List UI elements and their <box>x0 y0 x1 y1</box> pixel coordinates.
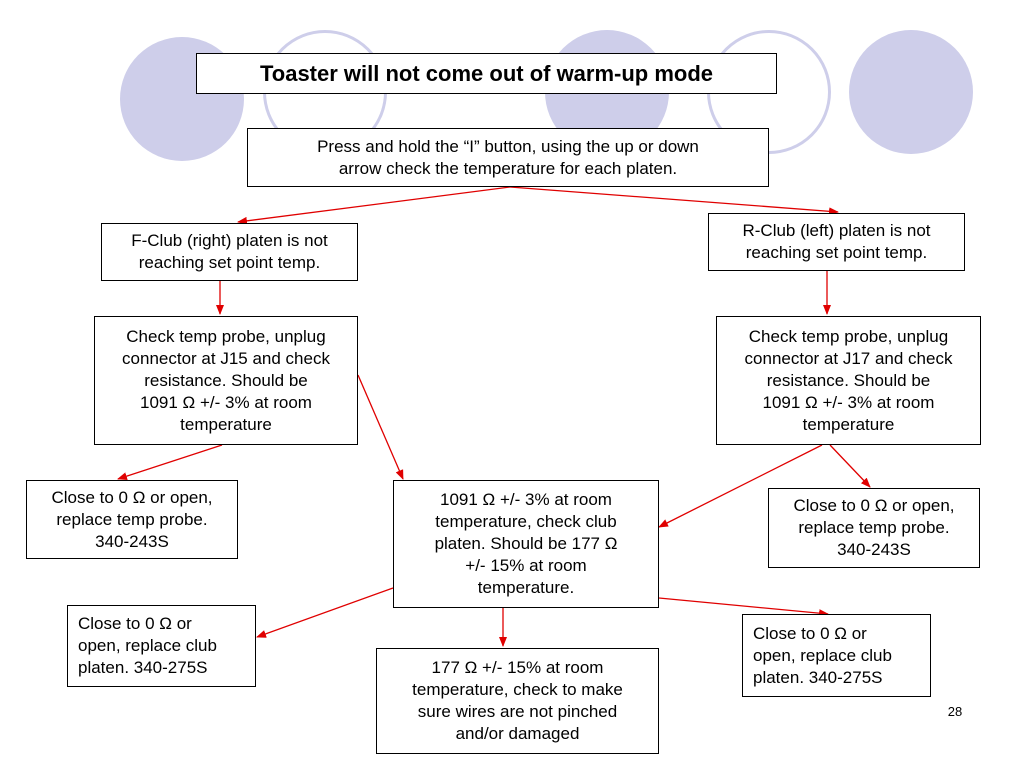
replace-probe-right-box: Close to 0 Ω or open, replace temp probe… <box>768 488 980 568</box>
check-wires-box: 177 Ω +/- 15% at room temperature, check… <box>376 648 659 754</box>
arrow-j17-to-probe-right <box>829 444 871 488</box>
page-number: 28 <box>947 704 963 719</box>
decorative-circle <box>849 30 973 154</box>
arrow-j17-to-club-check <box>658 444 823 528</box>
arrow-start-to-r-club <box>509 186 839 216</box>
start-step-box: Press and hold the “I” button, using the… <box>247 128 769 187</box>
club-platen-check-box: 1091 Ω +/- 3% at room temperature, check… <box>393 480 659 608</box>
diagram-title: Toaster will not come out of warm-up mod… <box>196 53 777 94</box>
check-j15-box: Check temp probe, unplug connector at J1… <box>94 316 358 445</box>
arrow-start-to-f-club <box>237 186 511 225</box>
replace-platen-right-box: Close to 0 Ω or open, replace club plate… <box>742 614 931 697</box>
check-j17-box: Check temp probe, unplug connector at J1… <box>716 316 981 445</box>
replace-platen-left-box: Close to 0 Ω or open, replace club plate… <box>67 605 256 687</box>
replace-probe-left-box: Close to 0 Ω or open, replace temp probe… <box>26 480 238 559</box>
arrow-j15-to-probe-left <box>117 444 223 481</box>
r-club-platen-box: R-Club (left) platen is not reaching set… <box>708 213 965 271</box>
f-club-platen-box: F-Club (right) platen is not reaching se… <box>101 223 358 281</box>
arrow-j15-to-club-check <box>357 374 404 480</box>
arrow-club-check-to-platen-left <box>256 587 394 638</box>
arrow-club-check-to-platen-right <box>658 597 829 618</box>
